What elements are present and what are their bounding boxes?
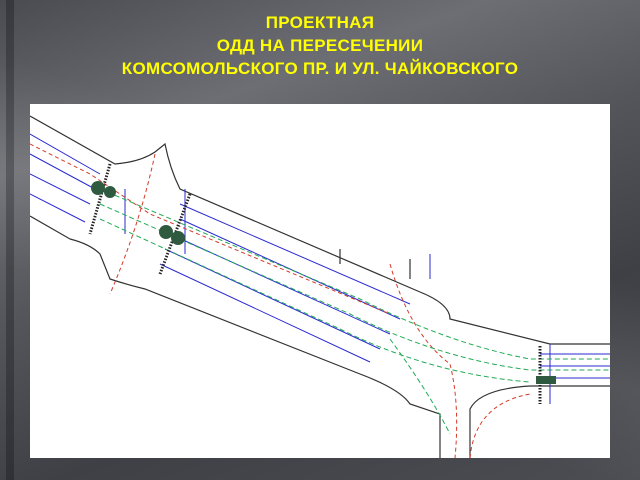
road-plan-drawing	[30, 115, 610, 458]
crosswalks	[88, 163, 542, 404]
title-line-3: КОМСОМОЛЬСКОГО ПР. И УЛ. ЧАЙКОВСКОГО	[121, 59, 519, 78]
slide-title: ПРОЕКТНАЯ ОДД НА ПЕРЕСЕЧЕНИИ КОМСОМОЛЬСК…	[0, 11, 640, 80]
lane-lines	[30, 133, 610, 404]
traffic-trajectories	[99, 188, 610, 435]
title-line-1: ПРОЕКТНАЯ	[265, 13, 375, 32]
road-edges	[30, 115, 610, 458]
title-line-2: ОДД НА ПЕРЕСЕЧЕНИИ	[216, 36, 424, 55]
slide-edge-bar	[6, 0, 14, 480]
traffic-lights	[91, 181, 556, 384]
pedestrian-paths	[30, 143, 531, 458]
intersection-plan-image	[30, 104, 610, 458]
